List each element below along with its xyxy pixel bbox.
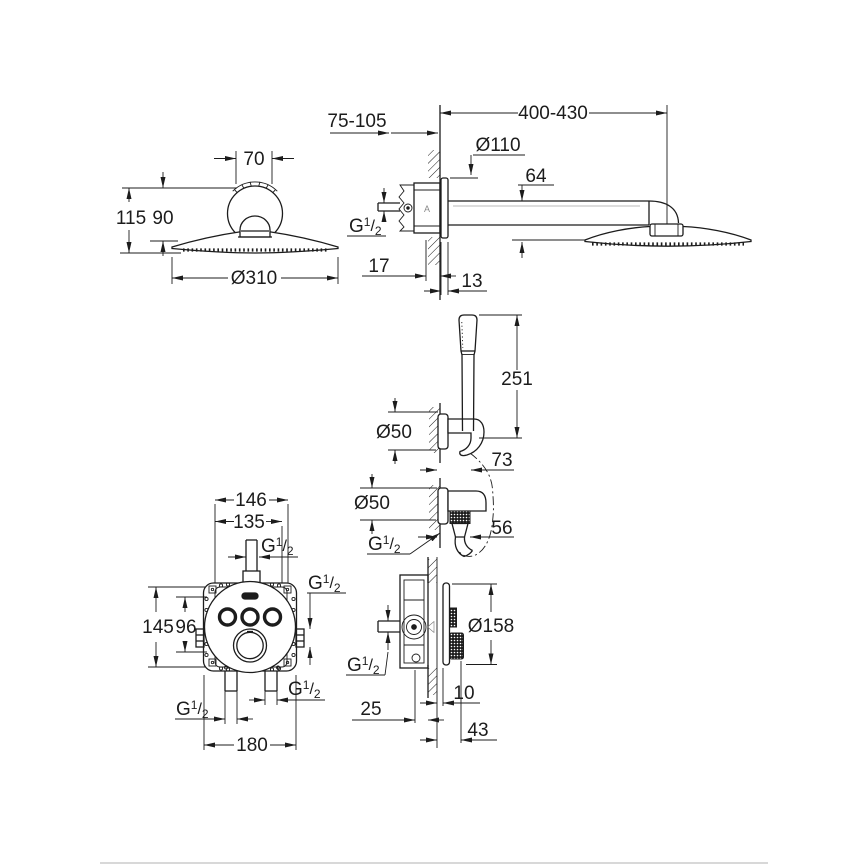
view-mixer-front: 146 135 G1/2 G1/2 145 96 bbox=[142, 490, 346, 756]
pivot-arch bbox=[239, 215, 271, 238]
arm-escutcheon bbox=[440, 177, 449, 239]
dim-thread-bottom-left: G1/2 bbox=[176, 698, 209, 721]
temperature-knob-inner bbox=[236, 631, 264, 660]
knob-lower-knurl bbox=[449, 632, 464, 660]
dim-thread-top: G1/2 bbox=[261, 535, 294, 558]
dim-trim-diameter: Ø158 bbox=[468, 616, 514, 637]
dim-outlet-projection: 56 bbox=[491, 518, 512, 539]
handshower-holder bbox=[447, 418, 485, 457]
knob-upper-knurl bbox=[449, 607, 457, 628]
pipe-serration bbox=[398, 184, 414, 232]
select-buttons bbox=[217, 607, 283, 627]
wall-hatch-upper bbox=[428, 559, 437, 583]
dim-thread-side-supply: G1/2 bbox=[347, 654, 380, 677]
position-marker-triangle bbox=[427, 620, 435, 634]
dim-thread-right: G1/2 bbox=[308, 572, 341, 595]
dim-96: 96 bbox=[175, 617, 196, 638]
dim-outlet-flange-diameter: Ø50 bbox=[354, 493, 390, 514]
outlet-nut-knurl bbox=[449, 510, 471, 524]
holder-flange bbox=[437, 413, 449, 450]
dim-box-width: 146 bbox=[235, 490, 267, 511]
handshower-wand bbox=[458, 314, 478, 432]
wand-spray-dots bbox=[461, 321, 464, 349]
dim-thread-bottom-right: G1/2 bbox=[288, 678, 321, 701]
wall-hatch bbox=[429, 407, 440, 453]
hose-centerline bbox=[457, 452, 494, 557]
dim-head-top-width: 70 bbox=[243, 149, 264, 170]
dim-arm-length-range: 400-430 bbox=[518, 103, 588, 124]
display-slot bbox=[241, 592, 259, 600]
dim-arm-drop: 64 bbox=[525, 166, 547, 187]
dim-holder-projection: 73 bbox=[491, 450, 512, 471]
position-marker-a: A bbox=[424, 204, 430, 214]
arm-elbow bbox=[648, 200, 680, 224]
dim-17: 17 bbox=[368, 256, 389, 277]
mounting-bracket bbox=[413, 182, 441, 234]
dim-holder-flange-diameter: Ø50 bbox=[376, 422, 412, 443]
arm-connector-nut bbox=[649, 223, 684, 237]
dim-inner-width: 135 bbox=[233, 512, 265, 533]
hose-stub bbox=[454, 536, 474, 558]
dim-plate-offset: 10 bbox=[453, 683, 474, 704]
dim-box-height: 145 bbox=[142, 617, 174, 638]
dim-min-depth: 25 bbox=[360, 699, 381, 720]
dim-head-height-total: 115 bbox=[116, 208, 146, 229]
side-ports bbox=[195, 628, 305, 648]
dim-thread-outlet: G1/2 bbox=[368, 533, 401, 556]
outlet-flange bbox=[437, 487, 449, 525]
outlet-body bbox=[447, 490, 487, 512]
dim-knob-projection: 43 bbox=[467, 720, 488, 741]
view-shower-arm-side: A G1/2 75-105 400-430 bbox=[327, 103, 752, 300]
dim-180: 180 bbox=[236, 735, 268, 756]
dim-escutcheon-diameter: Ø110 bbox=[475, 135, 520, 156]
wall-hatch-upper bbox=[428, 150, 440, 178]
dim-head-height-body: 90 bbox=[152, 208, 173, 229]
wall-hatch bbox=[429, 485, 440, 530]
dim-wall-depth-range: 75-105 bbox=[327, 111, 386, 132]
hose-cone bbox=[451, 522, 469, 538]
temperature-knob-outer bbox=[232, 628, 268, 663]
dim-handshower-length: 251 bbox=[501, 369, 533, 390]
view-outlet-elbow: Ø50 G1/2 56 bbox=[354, 474, 514, 558]
thermostat-faceplate bbox=[203, 580, 297, 674]
fixing-screw bbox=[403, 203, 413, 213]
dim-13: 13 bbox=[461, 271, 482, 292]
view-mixer-side: G1/2 Ø158 10 25 43 bbox=[346, 557, 514, 748]
wall-hatch-lower bbox=[428, 237, 440, 265]
dim-thread-arm-supply: G1/2 bbox=[349, 215, 382, 238]
wall-hatch-lower bbox=[428, 668, 437, 695]
faceplate-side bbox=[442, 582, 451, 666]
view-handshower-holder: 251 Ø50 73 bbox=[376, 314, 533, 557]
ball-knurl-ticks bbox=[234, 181, 276, 194]
valve-body bbox=[401, 614, 427, 640]
dim-head-diameter: Ø310 bbox=[231, 268, 277, 289]
bottom-ports bbox=[224, 671, 278, 692]
view-headshower-front: 70 115 90 Ø310 bbox=[116, 149, 339, 289]
